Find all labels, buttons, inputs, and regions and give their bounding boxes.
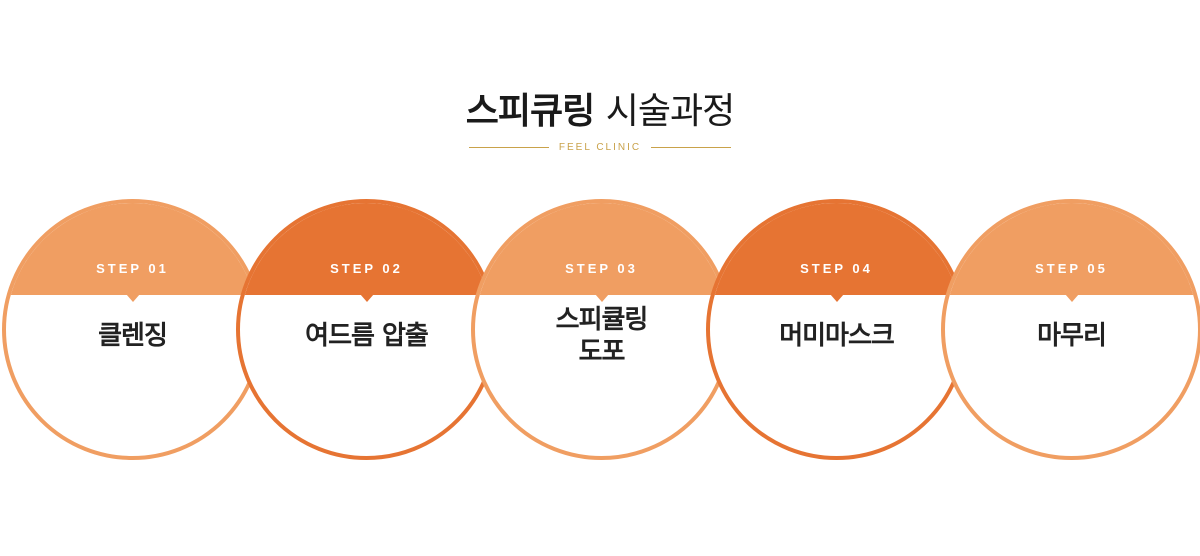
- step-circle-5: STEP 05 마무리: [941, 199, 1200, 460]
- subtitle-row: FEEL CLINIC: [469, 139, 732, 155]
- divider-left: [469, 146, 549, 148]
- step-name: 여드름 압출: [305, 321, 429, 351]
- step-cap: [710, 203, 963, 295]
- step-cap: [475, 203, 728, 295]
- pointer-triangle: [1064, 294, 1079, 302]
- clinic-subtitle: FEEL CLINIC: [558, 141, 642, 153]
- step-name: 클렌징: [98, 321, 168, 351]
- step-circle-1: STEP 01 클렌징: [2, 199, 263, 460]
- pointer-triangle: [829, 294, 844, 302]
- title-light: 시술과정: [605, 91, 735, 132]
- step-label: STEP 01: [96, 261, 169, 276]
- step-circle-2: STEP 02 여드름 압출: [236, 199, 497, 460]
- step-cap: [945, 203, 1198, 295]
- step-name: 마무리: [1037, 321, 1107, 351]
- step-cap: [6, 203, 259, 295]
- page-header: 스피큐링 시술과정: [0, 88, 1200, 136]
- step-label: STEP 04: [800, 261, 873, 276]
- step-label: STEP 02: [330, 261, 403, 276]
- pointer-triangle: [594, 294, 609, 302]
- step-label: STEP 05: [1035, 261, 1108, 276]
- step-circle-4: STEP 04 머미마스크: [706, 199, 967, 460]
- step-label: STEP 03: [565, 261, 638, 276]
- step-name: 머미마스크: [779, 321, 895, 351]
- page-title: 스피큐링 시술과정: [0, 88, 1200, 136]
- pointer-triangle: [125, 294, 140, 302]
- step-cap: [240, 203, 493, 295]
- divider-right: [651, 146, 732, 148]
- step-name: 스피큘링 도포: [555, 305, 649, 367]
- step-circle-3: STEP 03 스피큘링 도포: [471, 199, 732, 460]
- title-bold: 스피큐링: [465, 91, 595, 132]
- pointer-triangle: [359, 294, 374, 302]
